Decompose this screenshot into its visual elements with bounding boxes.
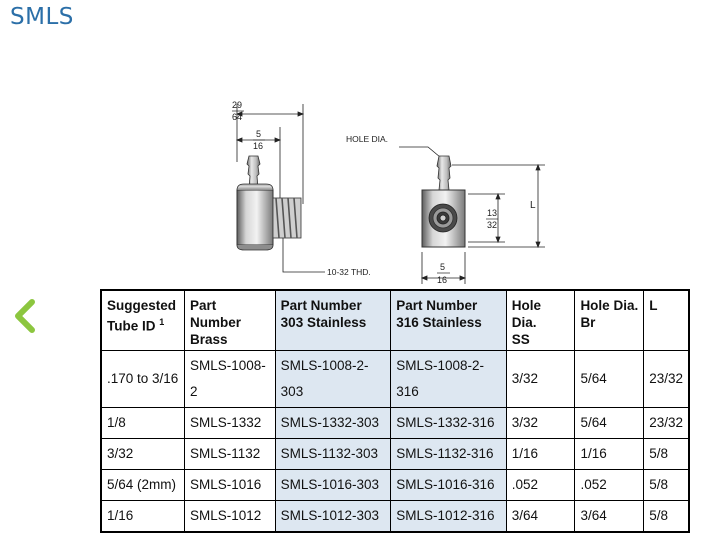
cell-316: SMLS-1332-316 [390,407,507,439]
cell-tube-id: 1/8 [100,407,185,439]
cell-tube-id: .170 to 3/16 [100,350,185,408]
cell-brass: SMLS-1008-2 [183,350,276,408]
cell-hole-ss: 3/32 [505,407,576,439]
cell-L: 5/8 [643,469,690,501]
dim-L-label: L [530,200,536,211]
cell-L: 23/32 [643,407,690,439]
dim-top-num: 29 [232,100,242,110]
fitting-technical-drawing: 10-32 THD. 29 64 5 16 HOLE DIA. [232,100,545,284]
cell-hole-br: 3/64 [574,500,645,533]
dim-right-den: 32 [487,220,497,230]
table-row: .170 to 3/16 SMLS-1008-2 SMLS-1008-2-303… [100,350,690,408]
dim-right-num: 13 [487,208,497,218]
cell-303: SMLS-1008-2-303 [274,350,392,408]
dim-bottom-den: 16 [437,275,447,284]
table-row: 1/16 SMLS-1012 SMLS-1012-303 SMLS-1012-3… [100,500,690,533]
cell-L: 5/8 [643,438,690,470]
dim-bottom-num: 5 [440,262,445,272]
cell-hole-ss: 3/32 [505,350,576,408]
page-title: SMLS [10,4,74,30]
cell-hole-ss: .052 [505,469,576,501]
dim-mid-den: 16 [253,141,263,151]
dim-top-den: 64 [232,112,242,122]
cell-hole-br: 5/64 [574,407,645,439]
cell-brass: SMLS-1332 [183,407,276,439]
table-row: 1/8 SMLS-1332 SMLS-1332-303 SMLS-1332-31… [100,407,690,439]
table-row: 3/32 SMLS-1132 SMLS-1132-303 SMLS-1132-3… [100,438,690,470]
dim-mid-num: 5 [256,129,261,139]
header-L: L [643,289,690,351]
header-hole-ss: Hole Dia.SS [505,289,576,351]
header-hole-br: Hole Dia.Br [574,289,645,351]
thread-label: 10-32 THD. [327,267,371,277]
cell-L: 23/32 [643,350,690,408]
cell-303: SMLS-1012-303 [274,500,392,533]
cell-316: SMLS-1008-2-316 [390,350,507,408]
cell-hole-ss: 3/64 [505,500,576,533]
table-row: 5/64 (2mm) SMLS-1016 SMLS-1016-303 SMLS-… [100,469,690,501]
cell-316: SMLS-1132-316 [390,438,507,470]
cell-tube-id: 1/16 [100,500,185,533]
side-view [235,104,325,273]
hole-dia-label: HOLE DIA. [346,134,388,144]
cell-hole-ss: 1/16 [505,438,576,470]
cell-brass: SMLS-1012 [183,500,276,533]
cell-tube-id: 5/64 (2mm) [100,469,185,501]
front-view [399,146,545,284]
chevron-left-icon[interactable] [12,298,38,334]
cell-tube-id: 3/32 [100,438,185,470]
cell-hole-br: 5/64 [574,350,645,408]
cell-303: SMLS-1132-303 [274,438,392,470]
cell-316: SMLS-1012-316 [390,500,507,533]
cell-L: 5/8 [643,500,690,533]
cell-hole-br: 1/16 [574,438,645,470]
cell-303: SMLS-1016-303 [274,469,392,501]
cell-316: SMLS-1016-316 [390,469,507,501]
cell-303: SMLS-1332-303 [274,407,392,439]
cell-brass: SMLS-1132 [183,438,276,470]
cell-hole-br: .052 [574,469,645,501]
cell-brass: SMLS-1016 [183,469,276,501]
